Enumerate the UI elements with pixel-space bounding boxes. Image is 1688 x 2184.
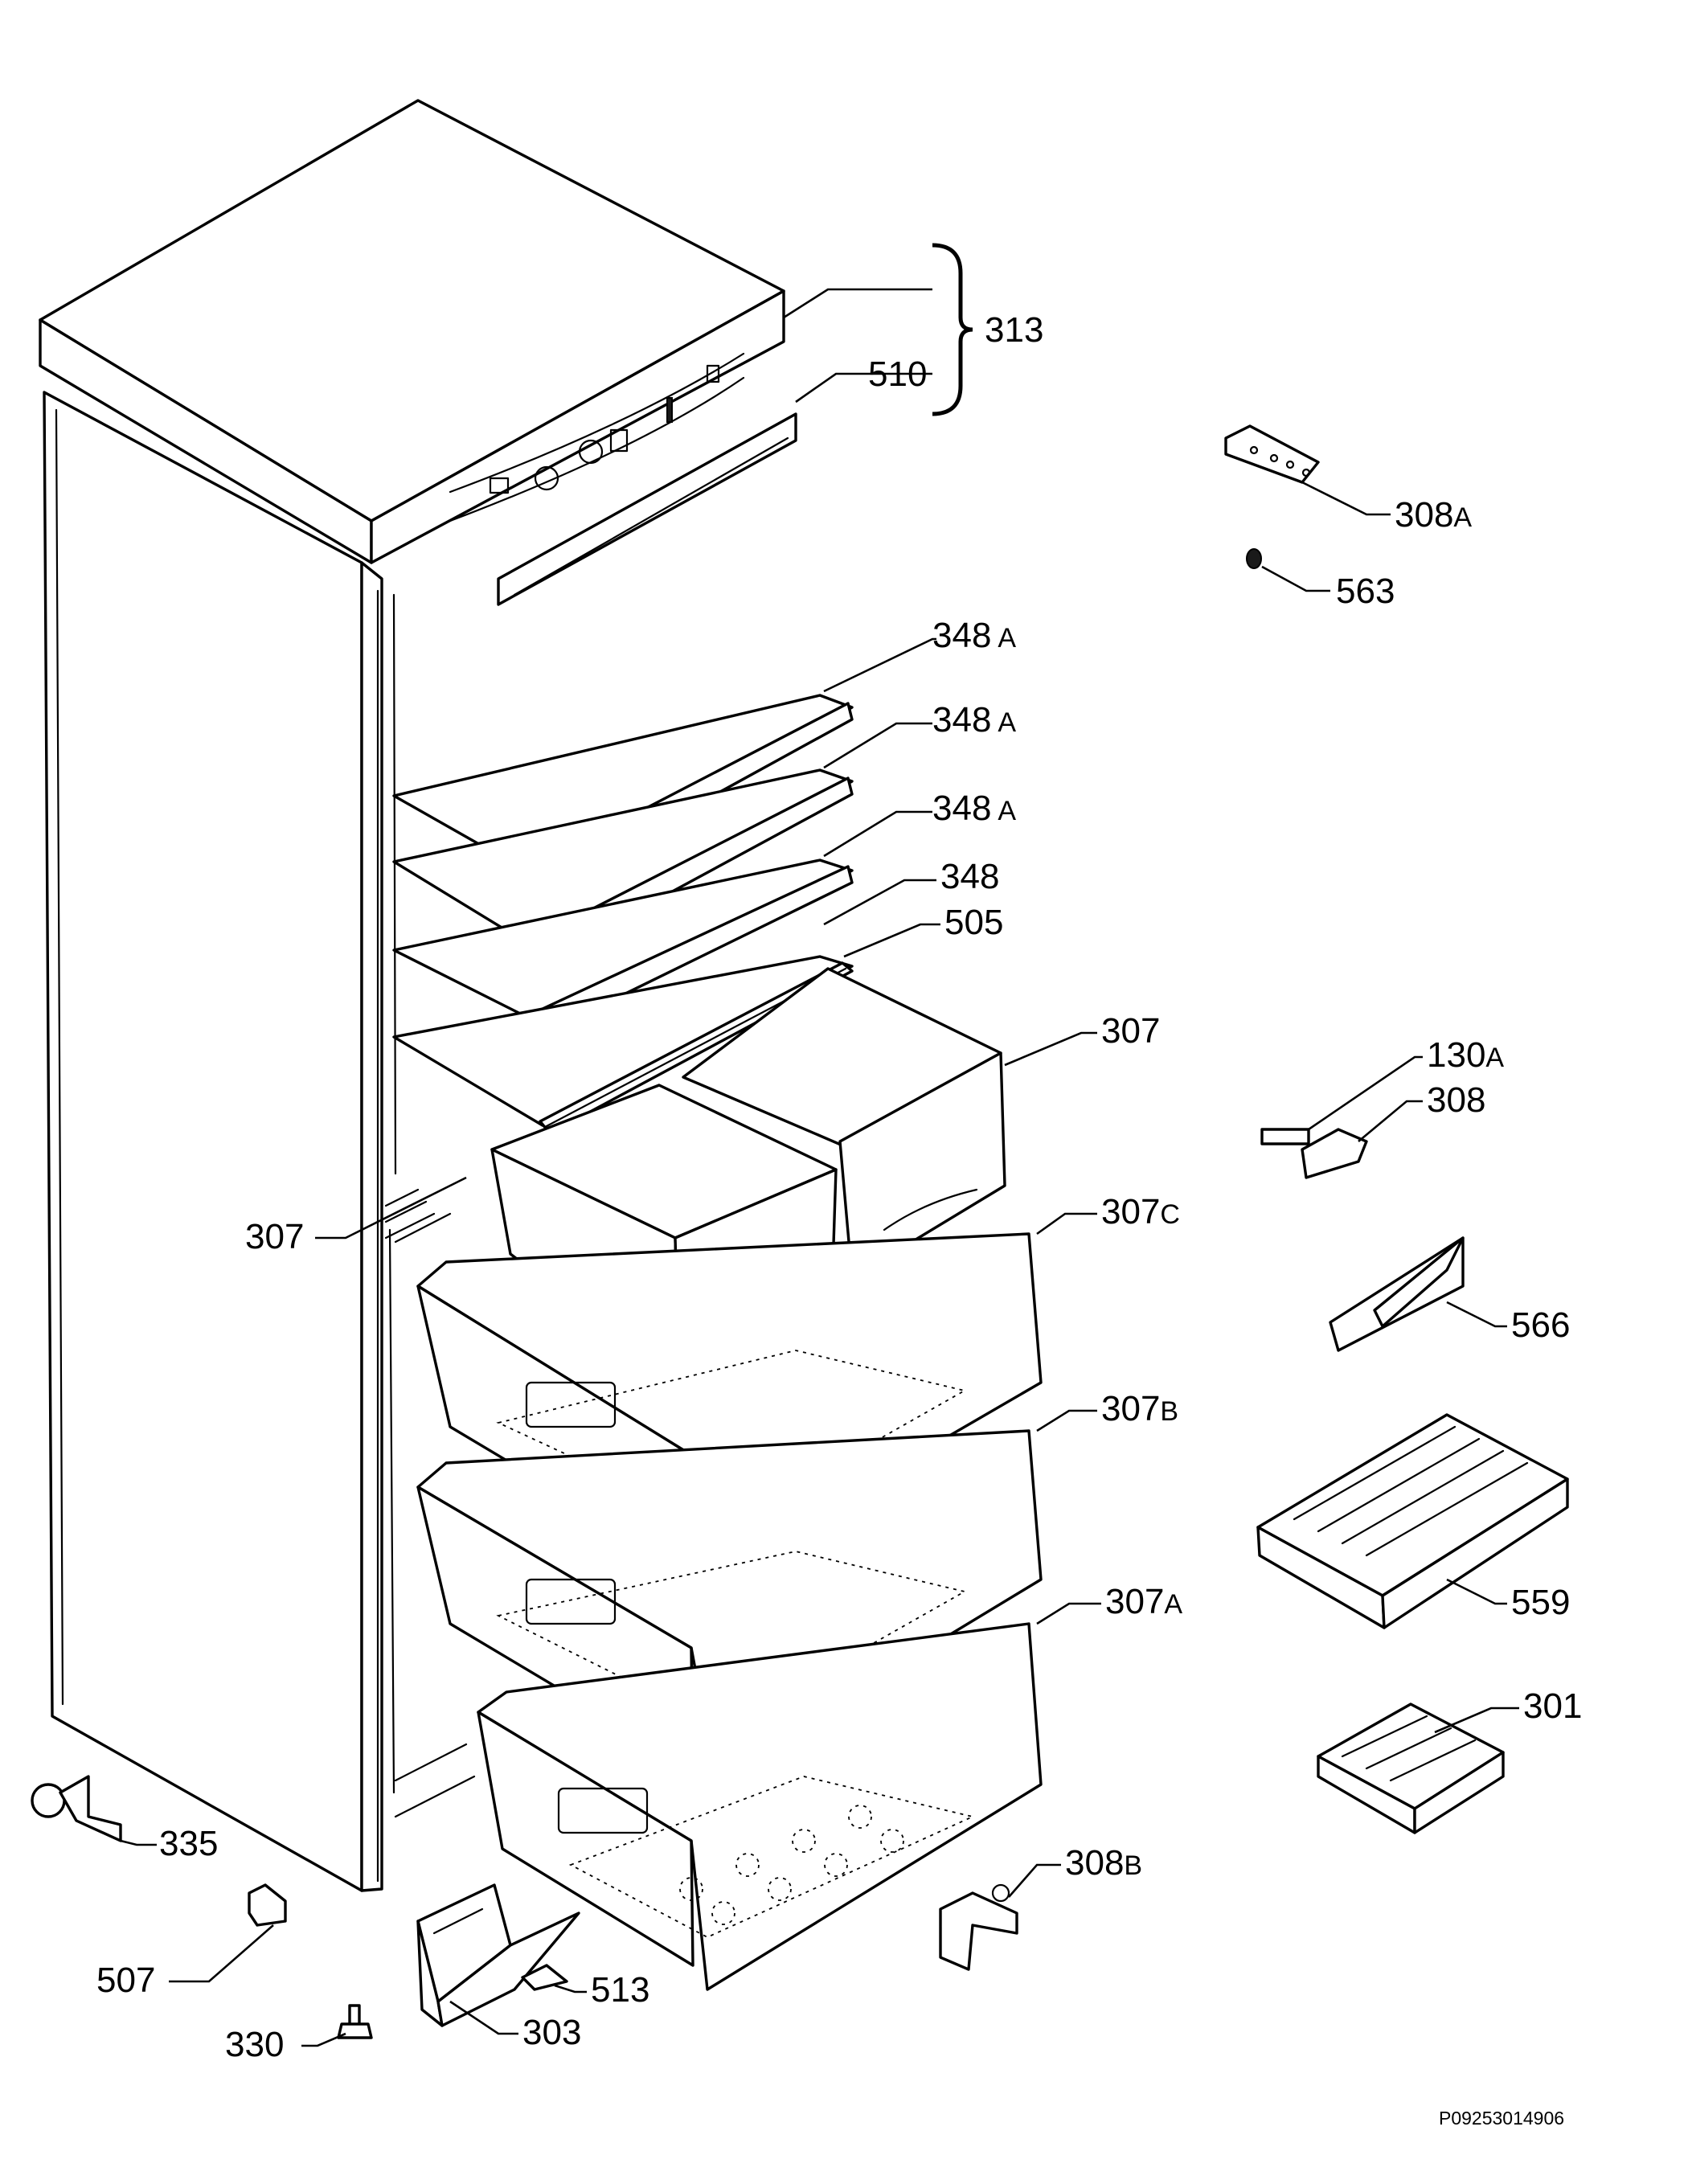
label-348: 348 [940,857,999,896]
label-307-left: 307 [245,1217,304,1256]
label-513: 513 [591,1970,649,2010]
label-308b: 308B [1065,1843,1142,1883]
hinge-308b [939,1883,1018,1971]
label-307c: 307C [1101,1192,1180,1231]
freezer-drawer-307a [477,1622,1043,1991]
label-335: 335 [159,1824,218,1863]
crisper-right [682,967,1006,1280]
label-308a: 308A [1395,495,1472,535]
label-307-right: 307 [1101,1011,1160,1051]
shelf-348-bottom [392,955,854,1127]
foot-330 [337,2004,373,2039]
label-566: 566 [1511,1305,1570,1345]
label-307a: 307A [1105,1582,1182,1621]
hinge-308a [1224,424,1320,484]
door-stop-130a [1260,1128,1310,1145]
shelf-348a-lower [392,858,854,1037]
top-cover [39,99,785,564]
hinge-cap-563 [1246,548,1262,569]
ice-scraper-566 [1329,1236,1465,1352]
label-308: 308 [1427,1080,1485,1120]
label-510: 510 [868,354,927,394]
drawing-code: P09253014906 [1439,2108,1564,2129]
hinge-335 [31,1775,122,1842]
label-507: 507 [96,1961,155,2000]
cold-accumulator-559 [1256,1413,1569,1629]
clip-513 [521,1964,568,1991]
glass-shelves [392,694,854,1135]
label-563: 563 [1336,572,1395,611]
leader-lines [120,243,1519,2047]
freezer-drawers [416,1232,1043,1991]
label-313: 313 [985,310,1043,350]
label-505: 505 [944,903,1003,942]
label-307b: 307B [1101,1389,1178,1428]
cabinet-body [43,391,476,1892]
clip-507 [248,1883,287,1927]
label-130a: 130A [1427,1035,1504,1075]
control-panel [497,412,797,606]
hinge-308 [1301,1128,1368,1179]
label-559: 559 [1511,1583,1570,1622]
label-301: 301 [1523,1686,1582,1726]
plinth-cover [416,1883,580,2027]
label-303: 303 [522,2013,581,2052]
label-330: 330 [225,2025,284,2064]
ice-cube-tray-301 [1317,1703,1505,1834]
